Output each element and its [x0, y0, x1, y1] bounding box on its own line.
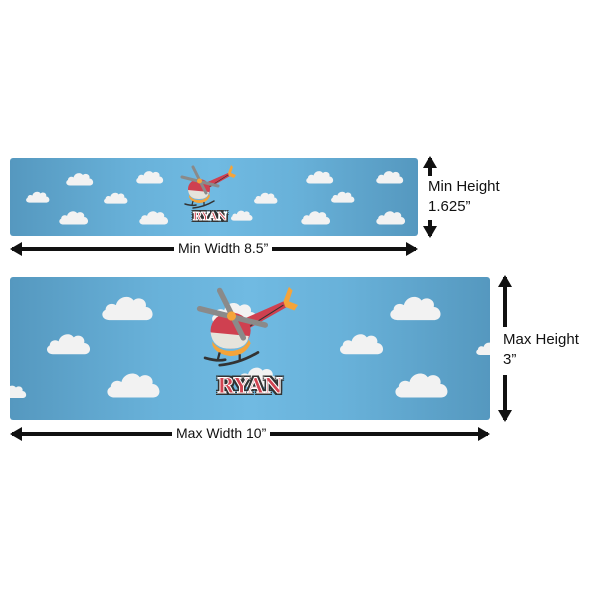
- cloud-icon: [375, 168, 405, 185]
- cloud-icon: [135, 168, 165, 185]
- personalized-name-text: RYAN: [217, 373, 284, 399]
- min-size-banner-preview: RYAN: [10, 158, 418, 236]
- cloud-icon: [25, 189, 51, 204]
- double-arrow-vertical-icon-bottom: [498, 375, 512, 422]
- cloud-icon: [253, 190, 279, 205]
- cloud-icon: [45, 329, 93, 357]
- cloud-icon: [338, 329, 386, 357]
- double-arrow-vertical-icon-top: [498, 275, 512, 327]
- cloud-icon: [10, 377, 28, 405]
- cloud-icon: [388, 291, 444, 323]
- double-arrow-vertical-icon-top: [423, 156, 437, 176]
- cloud-icon: [393, 367, 451, 401]
- cloud-icon: [100, 291, 156, 323]
- max-height-label-title: Max Height: [503, 331, 579, 348]
- helicopter-icon: [192, 285, 302, 367]
- max-height-label-value: 3”: [503, 351, 517, 368]
- cloud-icon: [58, 208, 90, 226]
- cloud-icon: [375, 208, 407, 226]
- max-width-label: Max Width 10”: [172, 425, 271, 441]
- min-height-label-title: Min Height: [428, 178, 500, 195]
- cloud-icon: [300, 208, 332, 226]
- cloud-icon: [103, 190, 129, 205]
- max-size-banner-preview: RYAN: [10, 277, 490, 420]
- cloud-icon: [330, 189, 356, 204]
- min-height-label-value: 1.625”: [428, 198, 471, 215]
- cloud-icon: [138, 208, 170, 226]
- helicopter-icon: [178, 164, 238, 209]
- min-width-label: Min Width 8.5”: [174, 240, 273, 256]
- cloud-icon: [105, 367, 163, 401]
- cloud-icon: [65, 170, 95, 187]
- cloud-icon: [305, 168, 335, 185]
- personalized-name-text: RYAN: [192, 210, 228, 224]
- cloud-icon: [475, 337, 490, 359]
- double-arrow-vertical-icon-bottom: [423, 220, 437, 238]
- max-height-label: Max Height 3”: [503, 330, 579, 370]
- min-height-label: Min Height 1.625”: [428, 177, 500, 217]
